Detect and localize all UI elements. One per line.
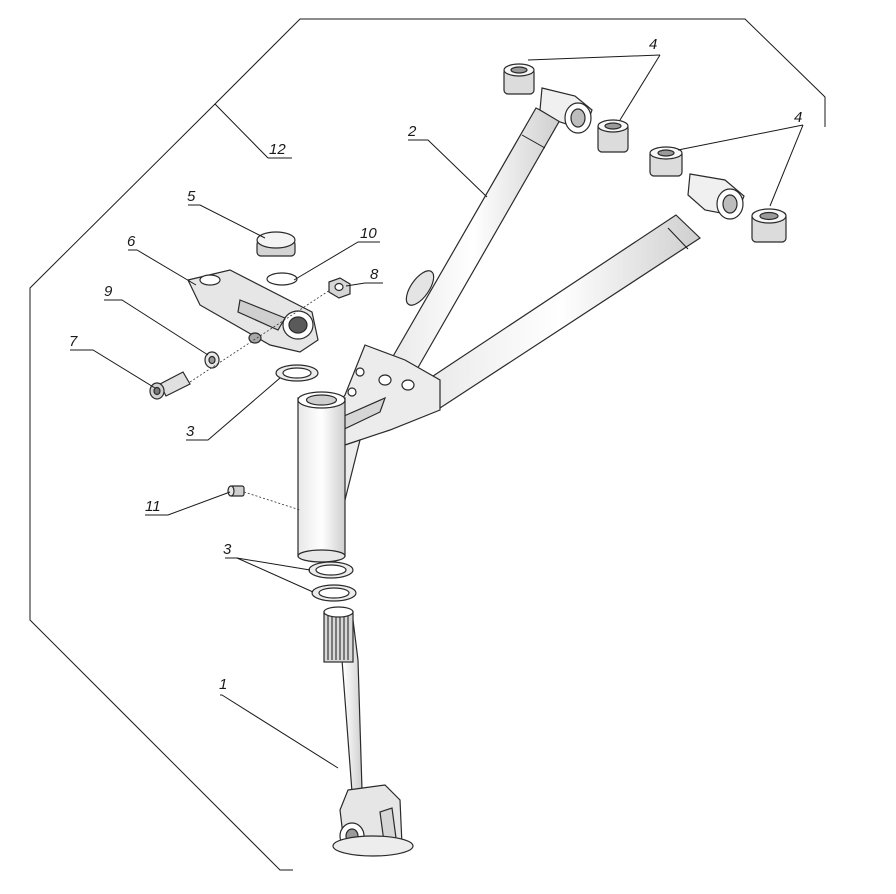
bushing-upper-right xyxy=(597,119,629,153)
callout-4-upper: 4 xyxy=(649,36,657,53)
bushing-lower-right xyxy=(751,208,787,243)
callout-2: 2 xyxy=(407,123,417,140)
axis-grease xyxy=(243,491,301,511)
thrust-washer-lower-1 xyxy=(308,561,354,579)
callout-1: 1 xyxy=(219,676,227,693)
assembly-boundary xyxy=(29,18,826,871)
callout-6: 6 xyxy=(127,233,136,250)
boundary-leader-12 xyxy=(214,103,269,159)
callout-12: 12 xyxy=(269,141,286,158)
callout-4-lower: 4 xyxy=(794,109,802,126)
cap xyxy=(256,231,296,257)
nut xyxy=(328,277,351,299)
callout-10: 10 xyxy=(360,225,377,242)
bushing-upper-left xyxy=(503,63,535,95)
callout-7: 7 xyxy=(69,333,78,350)
callout-11: 11 xyxy=(145,498,161,515)
thrust-washer-upper xyxy=(275,364,319,382)
steering-arm xyxy=(187,269,319,353)
bushing-lower-left xyxy=(649,146,683,177)
steering-shaft xyxy=(323,606,414,857)
thrust-washer-lower-2 xyxy=(311,584,357,602)
washer xyxy=(204,351,220,369)
circlip xyxy=(266,272,298,286)
callout-3-upper: 3 xyxy=(186,423,195,440)
callout-8: 8 xyxy=(370,266,379,283)
callout-5: 5 xyxy=(187,188,196,205)
callout-3-lower: 3 xyxy=(223,541,232,558)
a-arm xyxy=(297,87,745,563)
leader-lines xyxy=(70,54,804,769)
bolt xyxy=(149,371,191,400)
grease-fitting xyxy=(227,485,245,497)
callout-9: 9 xyxy=(104,283,113,300)
